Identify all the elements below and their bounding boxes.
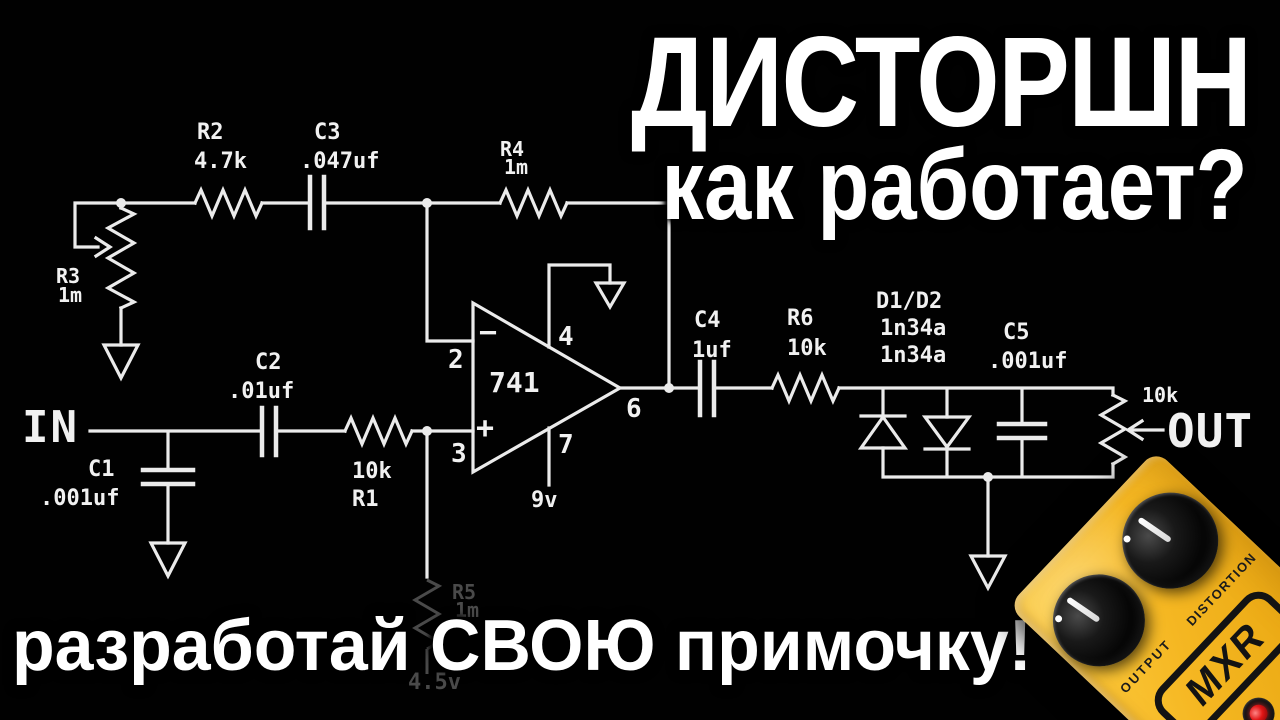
opamp-minus: − [479,315,498,350]
ground-output [968,554,1008,592]
c1-name: C1 [88,457,115,482]
c5-name: C5 [1003,320,1030,345]
capacitor-c5 [996,421,1048,441]
r1-name: R1 [352,487,379,512]
c5-value: .001uf [988,349,1068,374]
pin-3: 3 [451,439,467,469]
knob-dot [1122,534,1133,545]
ground-pin4 [593,281,627,311]
diodes-name: D1/D2 [876,289,943,314]
title-line2: как работает? [661,129,1248,241]
resistor-r2 [192,185,265,221]
pin-6: 6 [626,394,642,424]
r4-name: R4 [500,137,525,161]
r2-name: R2 [197,120,224,145]
capacitor-c1 [140,467,196,487]
r4-value: 1m [504,155,529,179]
supply-9v: 9v [531,488,558,513]
c2-value: .01uf [228,379,295,404]
c2-name: C2 [255,350,282,375]
r6-name: R6 [787,306,814,331]
r5-value: 1m [455,598,480,622]
diode-d1-value: 1n34a [880,316,947,341]
c1-value: .001uf [40,486,120,511]
wiper-arrow-r3 [93,235,113,259]
r5-name: R5 [452,580,477,604]
pin-4: 4 [558,322,574,352]
diode-d2 [921,415,973,451]
status-led [1235,690,1280,720]
title-line1: ДИСТОРШН [630,11,1252,154]
c3-name: C3 [314,120,341,145]
pin-7: 7 [558,430,574,460]
knob-pointer [1065,596,1101,623]
resistor-r4 [497,185,570,221]
opamp-plus: + [476,411,495,446]
r3-value: 1m [58,283,83,307]
r3-name: R3 [56,264,81,288]
r1-value: 10k [352,459,392,484]
pin-2: 2 [448,345,464,375]
capacitor-c2 [259,405,279,458]
ground-r3 [101,343,141,382]
c3-value: .047uf [300,149,380,174]
bias-voltage: 4.5v [408,670,461,695]
r2-value: 4.7k [194,149,247,174]
c4-value: 1uf [692,338,732,363]
resistor-r5-dim [412,578,443,674]
caption-text: разработай СВОЮ примочку! [12,606,1032,686]
out-pot-value: 10k [1142,383,1179,407]
potentiometer-r3 [104,205,138,311]
diode-d2-value: 1n34a [880,343,947,368]
r6-value: 10k [787,336,827,361]
opamp-part: 741 [489,366,540,399]
in-label: IN [22,402,79,453]
capacitor-c4 [697,359,717,418]
diode-d1 [857,414,909,450]
wiper-arrow-out [1125,418,1145,442]
resistor-r6 [769,370,842,406]
status-led-lens [1245,700,1272,720]
junction-dots [116,198,993,482]
ground-c1 [148,541,188,580]
out-label: OUT [1167,404,1254,458]
knob-dot [1053,614,1064,624]
opamp-triangle [471,300,624,475]
c4-name: C4 [694,308,721,333]
capacitor-c3 [307,174,327,231]
potentiometer-out [1097,392,1129,467]
resistor-r1 [342,413,415,449]
knob-pointer [1137,516,1172,544]
